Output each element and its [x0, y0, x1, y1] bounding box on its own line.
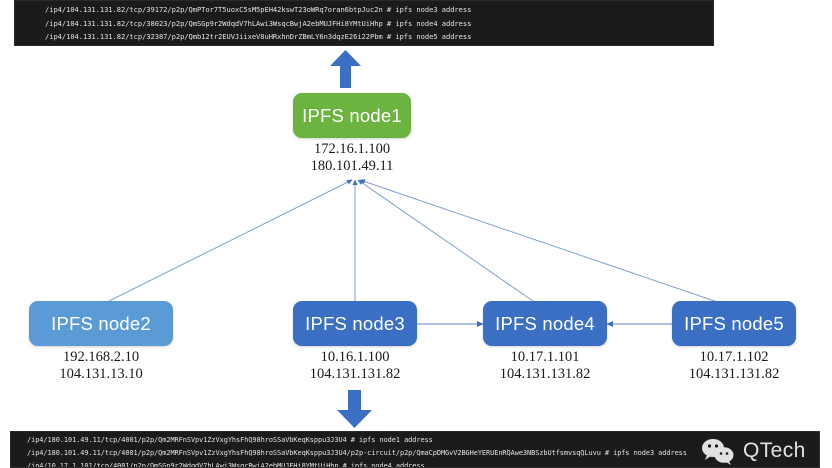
node-box-node2[interactable]: IPFS node2 — [29, 301, 173, 346]
node-ip-list-node3: 10.16.1.100 104.131.131.82 — [283, 349, 427, 382]
node-ip: 104.131.131.82 — [688, 365, 780, 382]
link-node1-node4 — [357, 179, 544, 309]
node-label: IPFS node3 — [305, 312, 405, 334]
arrow-up-icon — [330, 50, 361, 88]
node-box-node5[interactable]: IPFS node5 — [672, 301, 796, 346]
terminal-output-bottom: /ip4/180.101.49.11/tcp/4001/p2p/Qm2MRFnS… — [10, 431, 820, 468]
terminal-line: /ip4/104.131.131.82/tcp/39172/p2p/QmPTor… — [45, 5, 472, 14]
node-ip-list-node5: 10.17.1.102 104.131.131.82 — [662, 349, 806, 382]
link-node1-node2 — [94, 179, 353, 309]
node-ip: 104.131.131.82 — [309, 365, 401, 382]
terminal-line: /ip4/180.101.49.11/tcp/4001/p2p/Qm2MRFnS… — [27, 436, 433, 444]
terminal-line: /ip4/104.131.131.82/tcp/32387/p2p/Qmb12t… — [45, 32, 472, 42]
node-ip: 172.16.1.100 — [313, 141, 391, 157]
watermark-text: QTech — [743, 439, 806, 462]
terminal-output-top: /ip4/104.131.131.82/tcp/39172/p2p/QmPTor… — [14, 0, 714, 46]
terminal-line: /ip4/104.131.131.82/tcp/38023/p2p/QmSGp9… — [45, 18, 472, 28]
watermark: QTech — [700, 437, 806, 465]
wechat-icon — [702, 439, 734, 465]
node-ip-list-node2: 192.168.2.10 104.131.13.10 — [29, 349, 173, 382]
node-box-node1[interactable]: IPFS node1 — [293, 93, 411, 138]
node-box-node3[interactable]: IPFS node3 — [293, 301, 417, 346]
node-ip: 10.16.1.100 — [320, 349, 390, 365]
link-node1-node5 — [359, 179, 736, 309]
node-label: IPFS node4 — [495, 312, 595, 334]
node-box-node4[interactable]: IPFS node4 — [483, 301, 607, 346]
node-ip-list-node1: 172.16.1.100 180.101.49.11 — [293, 141, 411, 174]
node-ip: 10.17.1.101 — [510, 349, 580, 365]
node-ip: 104.131.131.82 — [499, 365, 591, 382]
node-ip: 104.131.13.10 — [59, 365, 143, 382]
node-ip: 10.17.1.102 — [699, 349, 769, 365]
terminal-line: /ip4/180.101.49.11/tcp/4001/p2p/Qm2MRFnS… — [27, 449, 687, 457]
node-label: IPFS node1 — [302, 104, 402, 126]
node-ip-list-node4: 10.17.1.101 104.131.131.82 — [473, 349, 617, 382]
arrow-down-icon — [337, 390, 372, 428]
terminal-line: /ip4/10.17.1.101/tcp/4001/p2p/QmSGp9r2Wd… — [27, 462, 425, 468]
node-label: IPFS node5 — [684, 312, 784, 334]
node-label: IPFS node2 — [51, 312, 151, 334]
node-ip: 180.101.49.11 — [310, 157, 394, 174]
node-ip: 192.168.2.10 — [62, 349, 140, 365]
